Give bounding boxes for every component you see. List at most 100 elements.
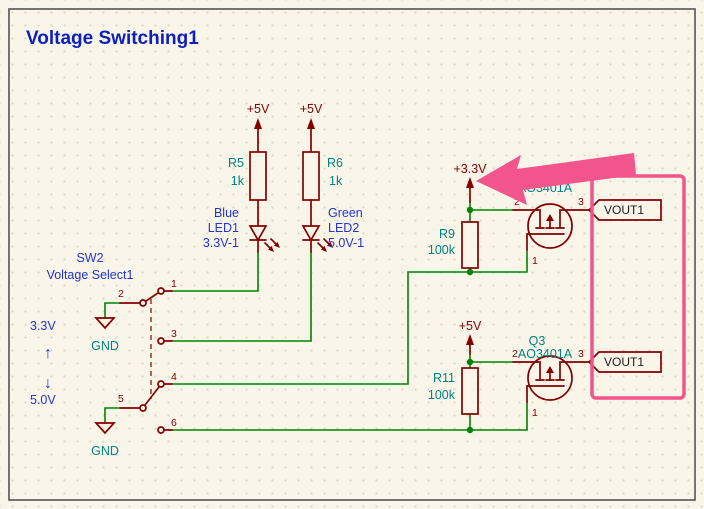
power-symbol-3v3-rail[interactable]: +3.3V	[453, 162, 487, 203]
resistor-r11[interactable]: R11 100k	[428, 367, 479, 415]
power-label: +3.3V	[453, 162, 487, 176]
pin-number: 1	[171, 278, 177, 290]
pin-number: 3	[171, 328, 177, 340]
wire[interactable]	[171, 249, 528, 385]
global-label-shape	[587, 199, 662, 221]
switch-contact	[157, 287, 165, 295]
mosfet-arrow-icon	[546, 214, 554, 221]
led-color-field: Green	[328, 206, 363, 220]
power-symbol-5v-rail[interactable]: +5V	[459, 319, 482, 355]
led-emit-arrow-icon	[264, 242, 271, 249]
resistor-r6[interactable]: R6 1k	[302, 151, 343, 227]
pin-number: 3	[578, 348, 584, 360]
down-arrow-icon: ↓	[44, 375, 52, 392]
switch-contact	[139, 404, 147, 412]
annotation-highlight-box[interactable]	[590, 174, 686, 400]
led-emit-arrow-icon	[323, 238, 330, 245]
pin-number: 1	[532, 255, 538, 267]
led-value: 5.0V-1	[328, 236, 364, 250]
junction-dot	[466, 358, 474, 366]
annotation-arrow-icon[interactable]	[476, 153, 636, 205]
junction-dot	[466, 426, 474, 434]
mosfet-gate-path	[526, 385, 565, 403]
pin-number: 2	[514, 196, 520, 208]
switch-ref: SW2	[76, 251, 103, 265]
led-emit-arrowhead-icon	[321, 246, 327, 252]
wires	[104, 201, 528, 431]
switch-sw2[interactable]: SW2 Voltage Select1 2 1 3 5 4 6	[47, 251, 177, 434]
pin-number: 2	[118, 288, 124, 300]
pin-number: 5	[118, 393, 124, 405]
resistor-ref: R9	[439, 227, 455, 241]
gnd-symbol-top[interactable]: GND	[91, 317, 119, 353]
led-value: 3.3V-1	[203, 236, 239, 250]
resistor-ref: R5	[228, 156, 244, 170]
junction-dot	[466, 206, 474, 214]
switch-contact	[157, 426, 165, 434]
gnd-label: GND	[91, 339, 119, 353]
mosfet-ref: Q3	[529, 334, 546, 348]
wire[interactable]	[171, 401, 528, 431]
power-symbol-5v-right[interactable]: +5V	[300, 102, 323, 153]
power-arrow-icon	[254, 118, 262, 129]
led-triangle	[248, 225, 268, 242]
led1-blue[interactable]: Blue LED1 3.3V-1	[203, 206, 280, 253]
switch-lever	[144, 386, 160, 406]
mosfet-q3[interactable]: Q3 AO3401A 2 3 1	[512, 334, 590, 419]
global-label-vout1-bottom[interactable]: VOUT1	[587, 351, 662, 373]
pin-number: 2	[512, 348, 518, 360]
position-label-3v3: 3.3V	[30, 319, 56, 333]
power-label: +5V	[459, 319, 482, 333]
power-arrow-icon	[466, 334, 474, 345]
resistor-r9[interactable]: R9 100k	[428, 221, 479, 269]
switch-contact	[139, 299, 147, 307]
power-symbol-5v-left[interactable]: +5V	[247, 102, 270, 153]
resistor-body	[461, 221, 479, 269]
resistor-ref: R6	[327, 156, 343, 170]
led-triangle	[301, 225, 321, 242]
global-label-vout1-top[interactable]: VOUT1	[587, 199, 662, 221]
global-label-text: VOUT1	[604, 203, 644, 217]
resistor-value: 1k	[231, 174, 245, 188]
mosfet-drain-path	[559, 361, 590, 381]
power-arrow-icon	[466, 177, 474, 188]
global-label-text: VOUT1	[604, 355, 644, 369]
led-emit-arrowhead-icon	[327, 242, 333, 248]
mosfet-source-path	[512, 209, 541, 229]
resistor-ref: R11	[433, 371, 455, 385]
power-label: +5V	[300, 102, 323, 116]
led-emit-arrowhead-icon	[274, 242, 280, 248]
led-emit-arrow-icon	[270, 238, 277, 245]
mosfet-q2[interactable]: AO3401A 2 3 1	[512, 181, 590, 267]
power-arrow-icon	[307, 118, 315, 129]
resistor-body	[461, 367, 479, 415]
mosfet-arrow-icon	[546, 366, 554, 373]
gnd-symbol-bottom[interactable]: GND	[91, 422, 119, 458]
resistor-body	[249, 151, 267, 201]
schematic-title: Voltage Switching1	[26, 28, 199, 49]
mosfet-gate-path	[526, 233, 565, 251]
pin-number: 1	[532, 407, 538, 419]
resistor-r5[interactable]: R5 1k	[228, 151, 267, 227]
resistor-value: 100k	[428, 388, 456, 402]
led-color-field: Blue	[214, 206, 239, 220]
power-label: +5V	[247, 102, 270, 116]
global-label-shape	[587, 351, 662, 373]
gnd-label: GND	[91, 444, 119, 458]
wire[interactable]	[104, 302, 121, 319]
sheet-border	[8, 8, 696, 501]
switch-lever	[145, 292, 159, 302]
switch-value: Voltage Select1	[47, 268, 134, 282]
wire[interactable]	[104, 407, 121, 424]
mosfet-source-path	[512, 361, 541, 381]
gnd-triangle-icon	[94, 317, 116, 330]
led2-green[interactable]: Green LED2 5.0V-1	[301, 206, 364, 253]
junction-dot	[466, 268, 474, 276]
resistor-value: 100k	[428, 243, 456, 257]
position-label-5v: 5.0V	[30, 393, 56, 407]
pin-number: 4	[171, 371, 177, 383]
resistor-body	[302, 151, 320, 201]
switch-contact	[157, 337, 165, 345]
resistor-value: 1k	[329, 174, 343, 188]
